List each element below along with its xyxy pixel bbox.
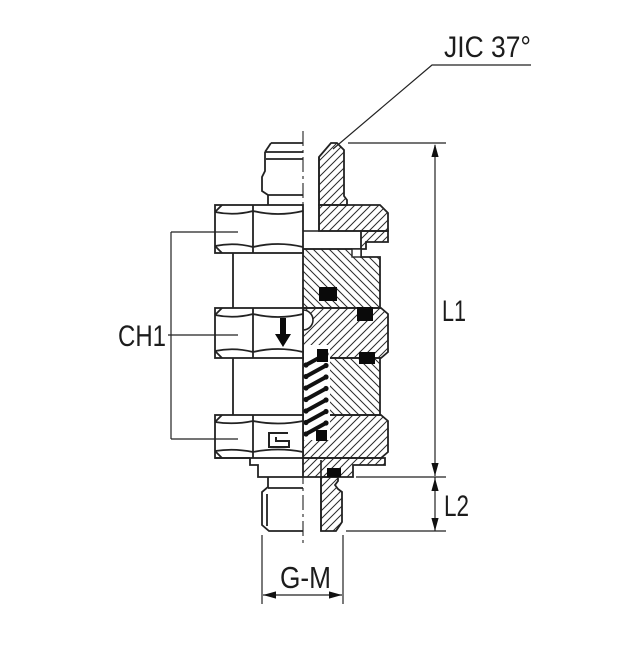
seal-body-lower <box>359 352 375 364</box>
section-bottom-stud-wall <box>320 476 343 532</box>
spring-icon <box>303 351 329 437</box>
body-hex-nut <box>214 307 304 359</box>
arrow-l1-top <box>431 144 439 157</box>
dim-l1-label: L1 <box>442 295 466 328</box>
arrow-l1-bottom <box>431 463 439 476</box>
bottom-flange-external <box>215 457 303 478</box>
section-bottom-flange <box>302 457 386 478</box>
upper-hex-nut <box>214 204 304 254</box>
port-stud-external <box>261 477 303 532</box>
dim-ch1-label: CH1 <box>118 320 166 353</box>
lower-hex-nut <box>214 414 304 459</box>
section-upper-sleeve <box>302 248 381 309</box>
extension-lines <box>261 142 446 604</box>
manufacturer-mark-icon <box>268 432 290 448</box>
section-half-view <box>302 142 389 532</box>
arrow-gm-right <box>329 591 342 599</box>
flow-direction-arrow-icon <box>275 318 291 347</box>
arrow-l2-bottom <box>431 518 439 531</box>
seal-poppet-upper <box>319 287 337 301</box>
arrow-l2-top <box>431 478 439 491</box>
dimension-arrowheads <box>263 144 439 599</box>
section-upper-locknut <box>318 204 389 232</box>
cross-port-slot <box>351 248 362 258</box>
poppet-hole <box>302 309 314 331</box>
seal-body-upper <box>357 307 373 321</box>
jic-leader-line <box>332 64 531 150</box>
dim-l2-label: L2 <box>444 490 469 523</box>
bore-wall-lines <box>303 157 361 531</box>
dim-gm-label: G-M <box>280 560 331 595</box>
arrow-gm-left <box>263 591 276 599</box>
ch1-bracket <box>168 231 238 440</box>
seal-flange <box>327 468 341 477</box>
jic-stud-external <box>261 142 303 207</box>
oring-seal-icons <box>316 287 375 477</box>
jic-angle-label: JIC 37° <box>444 31 531 64</box>
external-half-view <box>214 142 304 532</box>
section-jic-stud-wall <box>318 142 348 206</box>
seal-cavity-lower <box>316 430 327 441</box>
section-upper-locknut-column <box>360 230 389 250</box>
seal-cavity-upper <box>317 349 328 362</box>
